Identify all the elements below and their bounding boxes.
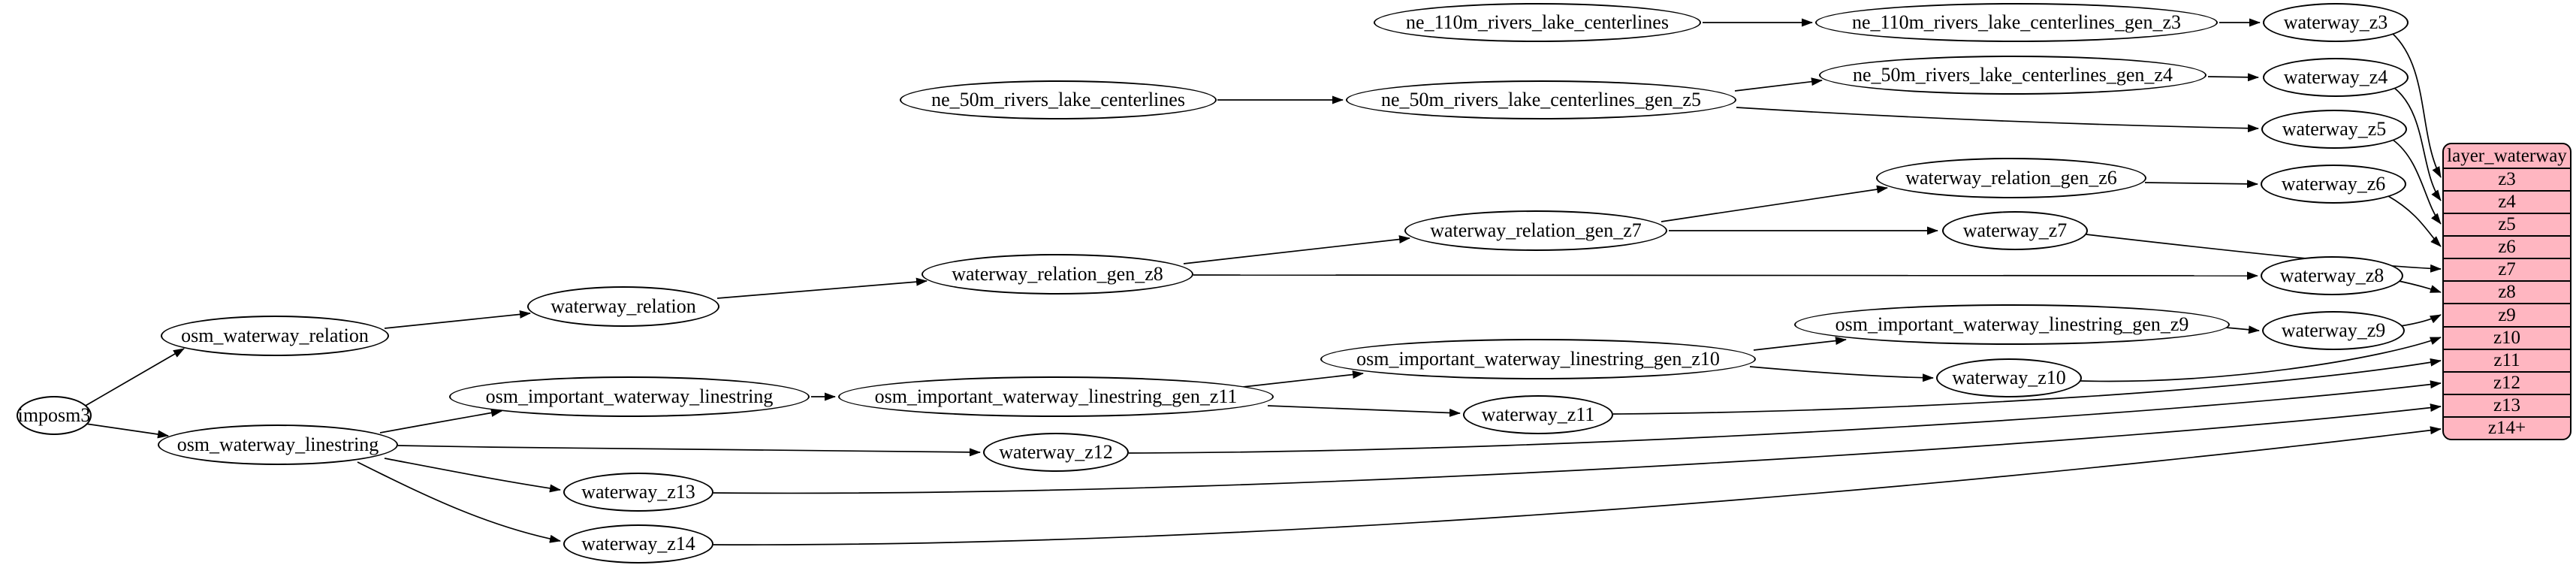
edge-waterway_z3-row_z3 <box>2391 32 2442 178</box>
node-imposm3: imposm3 <box>17 396 92 435</box>
table-row-z10: z10 <box>2444 328 2570 350</box>
edge-imposm3-osm_waterway_relation <box>83 348 185 407</box>
node-waterway_z13: waterway_z13 <box>563 473 713 512</box>
table-row-z8: z8 <box>2444 282 2570 305</box>
node-waterway_z12: waterway_z12 <box>983 433 1129 472</box>
node-osm_waterway_relation: osm_waterway_relation <box>161 316 389 356</box>
node-waterway_z9: waterway_z9 <box>2262 311 2405 350</box>
node-waterway_z4: waterway_z4 <box>2263 58 2409 97</box>
table-row-z6: z6 <box>2444 237 2570 260</box>
edge-gen_z10-gen_z9 <box>1753 337 1847 351</box>
table-row-z4: z4 <box>2444 192 2570 215</box>
edge-waterway_z4-row_z4 <box>2394 87 2442 201</box>
node-waterway_z5: waterway_z5 <box>2261 110 2407 149</box>
node-waterway_relation_gen_z7: waterway_relation_gen_z7 <box>1404 210 1667 251</box>
node-ne_50m_rivers_lake_centerlines_gen_z5: ne_50m_rivers_lake_centerlines_gen_z5 <box>1346 80 1736 119</box>
node-osm_important_waterway_linestring_gen_z10: osm_important_waterway_linestring_gen_z1… <box>1320 339 1756 379</box>
table-row-z14plus: z14+ <box>2487 417 2526 438</box>
edge-waterway_relation_gen_z8-waterway_relation_gen_z7 <box>1183 235 1410 264</box>
node-waterway_z11: waterway_z11 <box>1463 395 1613 434</box>
edge-osm_waterway_linestring-waterway_z14 <box>357 461 561 543</box>
node-waterway_relation_gen_z6: waterway_relation_gen_z6 <box>1876 158 2146 198</box>
edge-waterway_z13-row_z13 <box>713 403 2442 494</box>
table-row-z12: z12 <box>2444 373 2570 395</box>
table-row-z3: z3 <box>2444 169 2570 192</box>
edge-waterway_z14-row_z14plus <box>713 426 2442 545</box>
edge-osm_waterway_linestring-waterway_z12 <box>397 445 981 457</box>
edge-waterway_relation-waterway_relation_gen_z8 <box>716 277 928 299</box>
node-waterway_z7: waterway_z7 <box>1942 211 2088 250</box>
edge-gen_z11-waterway_z11 <box>1267 405 1461 417</box>
edge-waterway_relation_gen_z7-waterway_relation_gen_z6 <box>1661 185 1888 222</box>
edge-imposm3-osm_waterway_linestring <box>85 423 169 439</box>
edge-ne_50m_gen_z5-gen_z4 <box>1734 77 1823 92</box>
node-waterway_z10: waterway_z10 <box>1936 358 2082 397</box>
edge-waterway_z8-row_z8 <box>2398 280 2442 293</box>
node-osm_important_waterway_linestring: osm_important_waterway_linestring <box>449 376 810 417</box>
table-row-z13: z13 <box>2444 395 2570 418</box>
node-waterway_relation: waterway_relation <box>527 286 719 327</box>
edge-osm_waterway_linestring-waterway_z13 <box>384 458 561 493</box>
edge-gen_z11-gen_z10 <box>1242 370 1364 388</box>
node-waterway_z14: waterway_z14 <box>563 524 713 563</box>
edge-waterway_relation_gen_z8-waterway_z8 <box>1193 271 2258 280</box>
table-row-z9: z9 <box>2444 304 2570 328</box>
node-ne_50m_rivers_lake_centerlines_gen_z4: ne_50m_rivers_lake_centerlines_gen_z4 <box>1819 56 2206 95</box>
table-row-z11: z11 <box>2444 350 2570 373</box>
edge-waterway_relation_gen_z6-waterway_z6 <box>2144 180 2258 189</box>
node-osm_important_waterway_linestring_gen_z11: osm_important_waterway_linestring_gen_z1… <box>838 376 1274 417</box>
table-layer-waterway: layer_waterway z3 z4 z5 z6 z7 z8 z9 z10 … <box>2442 143 2571 440</box>
node-waterway_z6: waterway_z6 <box>2261 165 2406 204</box>
edge-ne_50m_gen_z5-waterway_z5 <box>1736 107 2259 133</box>
table-row-z5: z5 <box>2444 214 2570 237</box>
edge-osm_waterway_relation-waterway_relation <box>384 310 531 329</box>
node-waterway_z3: waterway_z3 <box>2263 3 2409 42</box>
edge-waterway_z5-row_z5 <box>2392 139 2442 225</box>
edge-osm_waterway_linestring-osm_important_waterway_linestring <box>379 409 502 434</box>
edge-waterway_z7-row_z7 <box>2086 234 2442 273</box>
edge-waterway_z10-row_z10 <box>2080 337 2442 382</box>
node-ne_110m_rivers_lake_centerlines_gen_z3: ne_110m_rivers_lake_centerlines_gen_z3 <box>1815 3 2218 42</box>
node-waterway_relation_gen_z8: waterway_relation_gen_z8 <box>922 254 1193 295</box>
edge-waterway_z12-row_z12 <box>1128 380 2442 454</box>
edge-waterway_z9-row_z9 <box>2400 314 2442 327</box>
table-row-z7: z7 <box>2444 259 2570 282</box>
edge-waterway_z6-row_z6 <box>2387 195 2442 247</box>
node-ne_110m_rivers_lake_centerlines: ne_110m_rivers_lake_centerlines <box>1374 3 1701 42</box>
node-osm_waterway_linestring: osm_waterway_linestring <box>158 425 398 465</box>
edge-gen_z10-waterway_z10 <box>1749 366 1934 382</box>
edge-gen_z9-waterway_z9 <box>2225 325 2260 334</box>
edge-waterway_z11-row_z11 <box>1612 358 2442 415</box>
node-waterway_z8: waterway_z8 <box>2261 256 2403 295</box>
node-ne_50m_rivers_lake_centerlines: ne_50m_rivers_lake_centerlines <box>900 80 1217 119</box>
table-header: layer_waterway <box>2444 144 2570 169</box>
node-osm_important_waterway_linestring_gen_z9: osm_important_waterway_linestring_gen_z9 <box>1794 304 2230 345</box>
